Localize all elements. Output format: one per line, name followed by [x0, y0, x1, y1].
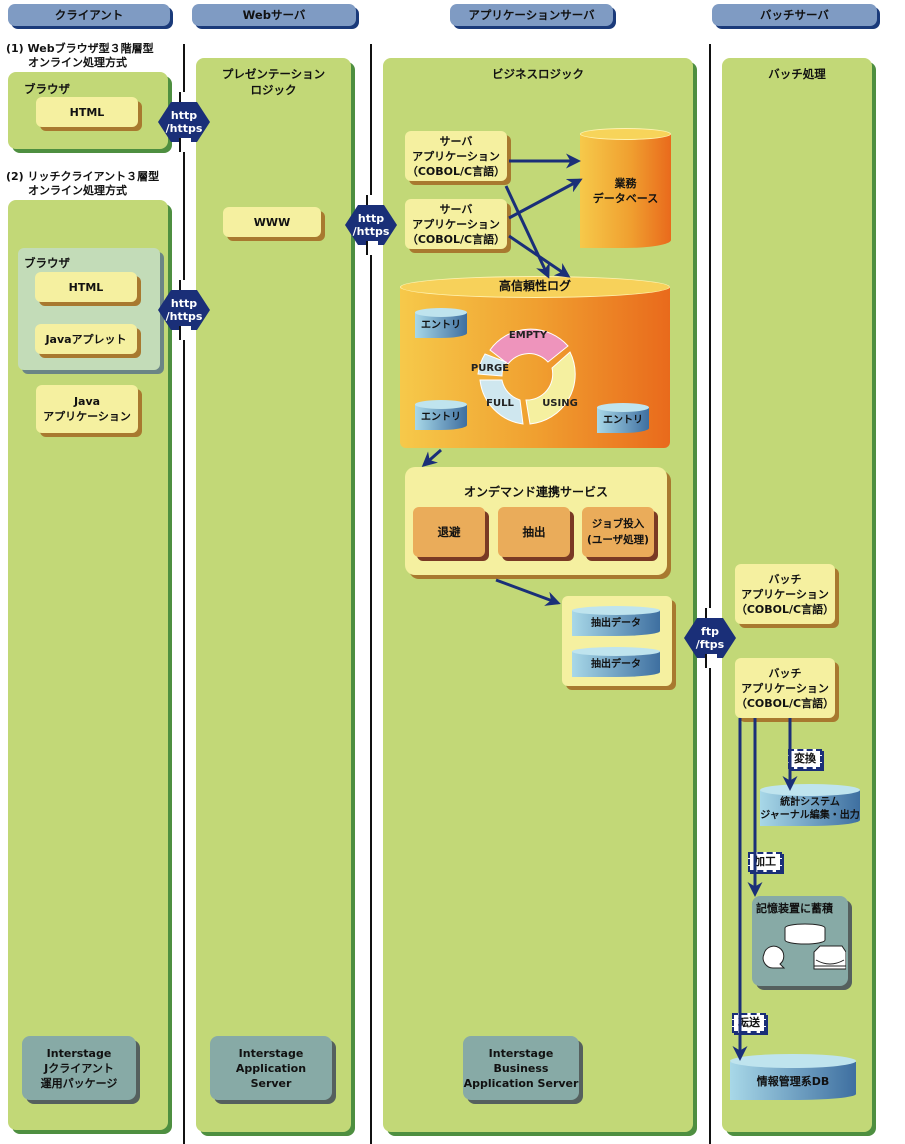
reliable-log-label: 高信頼性ログ [498, 279, 571, 293]
extract-data-panel: 抽出データ 抽出データ [562, 596, 672, 686]
entry-cylinder: エントリ [415, 400, 467, 430]
product-jclient: Interstage Jクライアント 運用パッケージ [22, 1036, 136, 1100]
html-box: HTML [36, 97, 138, 127]
separator-line [709, 44, 711, 1144]
cycle-empty-label: EMPTY [509, 330, 548, 341]
entry-label: エントリ [421, 412, 461, 423]
cycle-purge-segment [477, 353, 507, 377]
entry-label: エントリ [603, 415, 643, 426]
separator-line [183, 44, 185, 1144]
server-app-box-1: サーバ アプリケーション （COBOL/C言語） [405, 131, 507, 181]
convert-label: 変換 [788, 749, 822, 769]
optical-drive-icon [813, 945, 846, 970]
header-batch-server: バッチサーバ [712, 4, 877, 26]
http-connector-1: http /https [157, 92, 211, 152]
browser-group: ブラウザ HTML Javaアプレット [18, 248, 160, 370]
cycle-purge-label: PURGE [471, 363, 509, 374]
header-web-server: Webサーバ [192, 4, 356, 26]
server-app-box-2: サーバ アプリケーション （COBOL/C言語） [405, 199, 507, 249]
panel-title: オンデマンド連携サービス [463, 485, 608, 499]
extract-data-label: 抽出データ [591, 659, 641, 670]
storage-devices-icon [762, 923, 846, 970]
panel-title: プレゼンテーション ロジック [221, 67, 326, 97]
cycle-full-segment [479, 379, 524, 425]
java-application-box: Java アプリケーション [36, 385, 138, 433]
process-label: 加工 [748, 852, 782, 872]
ondemand-item-job: ジョブ投入 (ユーザ処理) [582, 507, 654, 557]
browser-label: ブラウザ [24, 82, 70, 96]
entry-label: エントリ [421, 320, 461, 331]
www-box: WWW [223, 207, 321, 237]
batch-processing-panel: バッチ処理 バッチ アプリケーション （COBOL/C言語） バッチ アプリケー… [722, 58, 872, 1132]
transfer-label: 転送 [732, 1013, 766, 1033]
client-panel-2: ブラウザ HTML Javaアプレット Java アプリケーション Inters… [8, 200, 168, 1130]
http-badge: http /https [345, 205, 397, 245]
log-state-cycle: EMPTY USING FULL PURGE [471, 328, 578, 425]
cycle-empty-segment [489, 328, 569, 365]
separator-line [370, 44, 372, 1144]
http-badge: http /https [158, 102, 210, 142]
ondemand-item-save: 退避 [413, 507, 485, 557]
http-connector-2: http /https [157, 280, 211, 340]
disk-icon [784, 923, 826, 945]
info-db-label: 情報管理系DB [756, 1075, 830, 1088]
stats-system-db: 統計システム ジャーナル編集・出力 [760, 784, 860, 826]
ftp-badge: ftp /ftps [684, 618, 736, 658]
storage-group: 記憶装置に蓄積 [752, 896, 848, 986]
section2-title: (2) リッチクライアント３層型 オンライン処理方式 [6, 170, 160, 197]
header-client: クライアント [8, 4, 170, 26]
cycle-using-label: USING [542, 398, 578, 409]
cycle-using-segment [525, 351, 576, 425]
extract-data-cylinder: 抽出データ [572, 647, 660, 677]
cycle-full-label: FULL [486, 398, 514, 409]
ondemand-item-extract: 抽出 [498, 507, 570, 557]
section1-title: (1) Webブラウザ型３階層型 オンライン処理方式 [6, 42, 154, 69]
browser-label: ブラウザ [24, 256, 70, 270]
batch-app-box-1: バッチ アプリケーション （COBOL/C言語） [735, 564, 835, 624]
extract-data-label: 抽出データ [591, 618, 641, 629]
entry-cylinder: エントリ [415, 308, 467, 338]
ftp-connector: ftp /ftps [683, 608, 737, 668]
panel-title: ビジネスロジック [492, 67, 584, 81]
product-business-app-server: Interstage Business Application Server [463, 1036, 579, 1100]
product-application-server: Interstage Application Server [210, 1036, 332, 1100]
presentation-logic-panel: プレゼンテーション ロジック WWW Interstage Applicatio… [196, 58, 351, 1132]
http-badge: http /https [158, 290, 210, 330]
html-box: HTML [35, 272, 137, 302]
extract-data-cylinder: 抽出データ [572, 606, 660, 636]
entry-cylinder: エントリ [597, 403, 649, 433]
business-db-label: 業務 データベース [592, 177, 659, 205]
http-connector-3: http /https [344, 195, 398, 255]
stats-db-label: 統計システム ジャーナル編集・出力 [760, 797, 860, 821]
storage-title: 記憶装置に蓄積 [756, 902, 833, 915]
business-database: 業務 データベース [580, 128, 671, 248]
java-applet-box: Javaアプレット [35, 324, 137, 354]
client-browser-panel-1: ブラウザ HTML [8, 72, 168, 149]
info-management-db: 情報管理系DB [730, 1054, 856, 1100]
tape-icon [762, 945, 786, 969]
batch-app-box-2: バッチ アプリケーション （COBOL/C言語） [735, 658, 835, 718]
panel-title: バッチ処理 [768, 67, 826, 81]
ondemand-service-panel: オンデマンド連携サービス 退避 抽出 ジョブ投入 (ユーザ処理) [405, 467, 667, 575]
header-app-server: アプリケーションサーバ [450, 4, 613, 26]
